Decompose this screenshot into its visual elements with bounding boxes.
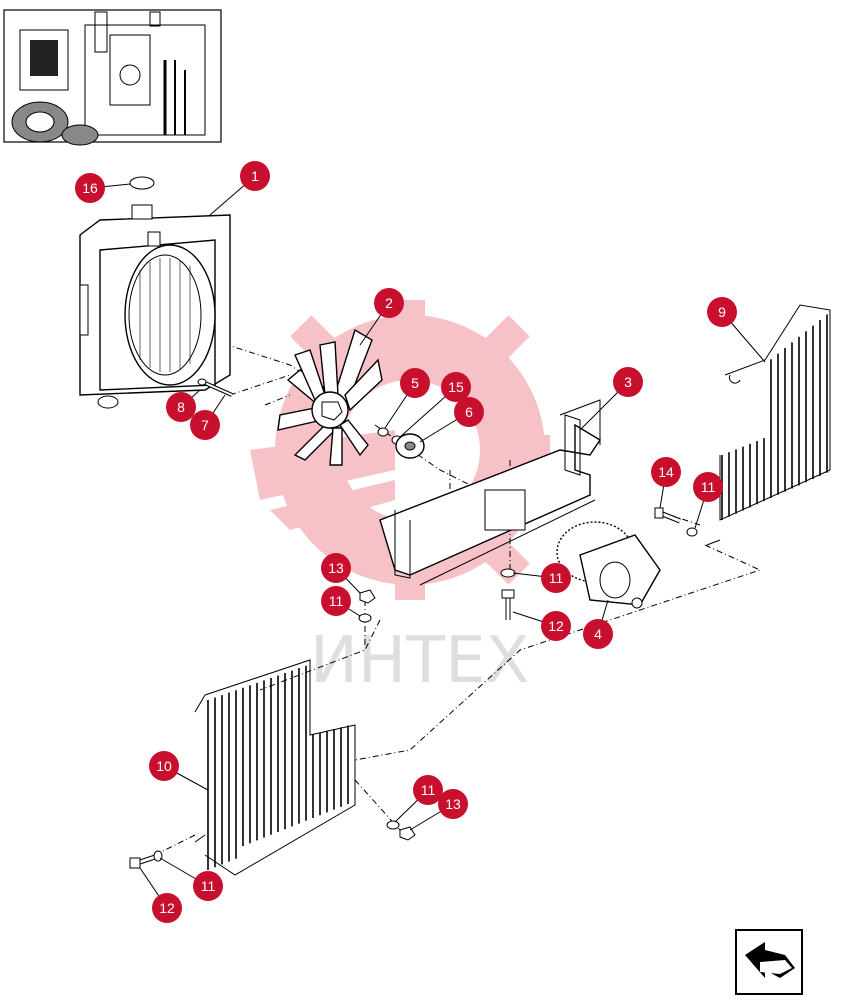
guard-left <box>194 659 356 876</box>
callout-13: 13 <box>438 789 468 819</box>
callout-label: 12 <box>159 900 175 916</box>
callout-label: 11 <box>549 570 564 586</box>
washer-11-lower <box>386 820 400 830</box>
callout-label: 3 <box>624 374 632 390</box>
callout-12: 12 <box>541 611 571 641</box>
callout-label: 8 <box>177 399 185 415</box>
bolt-12-upper <box>501 589 515 620</box>
radiator <box>79 204 231 409</box>
callout-3: 3 <box>613 367 643 397</box>
callout-label: 11 <box>421 782 436 798</box>
guard-right <box>706 304 831 546</box>
nut-13-upper <box>359 589 376 604</box>
callout-11: 11 <box>321 586 351 616</box>
callout-5: 5 <box>400 368 430 398</box>
bolt-12-lower <box>129 854 156 869</box>
callout-label: 16 <box>82 180 98 196</box>
callout-label: 13 <box>328 560 344 576</box>
callout-11: 11 <box>693 472 723 502</box>
callout-label: 5 <box>411 375 419 391</box>
hub <box>395 433 425 459</box>
callout-4: 4 <box>583 619 613 649</box>
callout-label: 12 <box>548 618 564 634</box>
callout-label: 6 <box>465 404 473 420</box>
callout-15: 15 <box>441 372 471 402</box>
callout-1: 1 <box>240 161 270 191</box>
nut-13-lower <box>399 826 416 841</box>
callout-label: 2 <box>385 295 393 311</box>
washer-11-upper <box>358 613 372 623</box>
callout-16: 16 <box>75 173 105 203</box>
bracket <box>379 399 601 586</box>
callout-2: 2 <box>374 288 404 318</box>
return-arrow-icon[interactable] <box>735 929 803 995</box>
callout-13: 13 <box>321 553 351 583</box>
bolt-14 <box>654 507 681 524</box>
callout-10: 10 <box>149 751 179 781</box>
washer-11-center <box>500 568 516 578</box>
callout-11: 11 <box>413 775 443 805</box>
callout-label: 4 <box>594 626 602 642</box>
callout-label: 10 <box>156 758 172 774</box>
callout-label: 7 <box>201 417 209 433</box>
callout-label: 11 <box>329 593 344 609</box>
spacer <box>377 427 389 437</box>
tractor-location-icon <box>11 11 206 146</box>
callout-12: 12 <box>152 893 182 923</box>
callout-label: 14 <box>658 464 674 480</box>
callout-14: 14 <box>651 457 681 487</box>
callout-11: 11 <box>193 871 223 901</box>
callout-6: 6 <box>454 397 484 427</box>
watermark-text: ИНТЕХ <box>310 624 529 698</box>
location-thumbnail <box>3 9 222 146</box>
bolt <box>197 378 233 397</box>
callout-7: 7 <box>190 410 220 440</box>
callout-11: 11 <box>541 563 571 593</box>
callout-label: 15 <box>448 379 464 395</box>
callout-9: 9 <box>707 297 737 327</box>
callout-label: 11 <box>701 479 716 495</box>
washer-11-left <box>153 850 163 862</box>
callout-label: 9 <box>718 304 726 320</box>
washer-11-right <box>686 527 698 537</box>
radiator-cap <box>129 176 155 190</box>
callout-label: 1 <box>251 168 259 184</box>
fan <box>277 328 383 466</box>
pump <box>556 521 661 609</box>
callout-label: 13 <box>445 796 461 812</box>
callout-label: 11 <box>201 878 216 894</box>
callout-8: 8 <box>166 392 196 422</box>
